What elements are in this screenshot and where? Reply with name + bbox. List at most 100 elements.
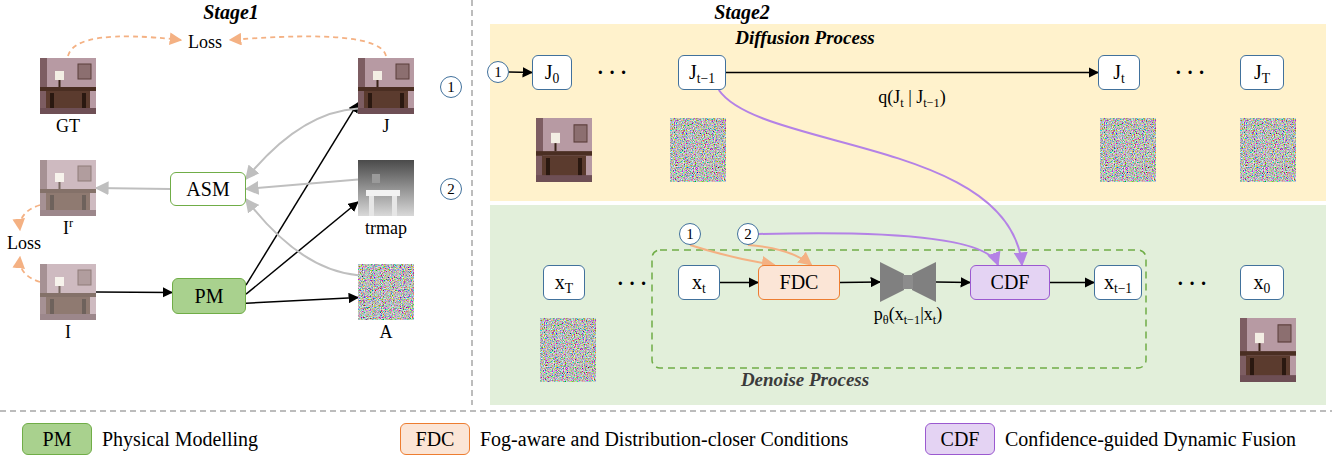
process-box: x0: [1240, 265, 1284, 300]
connector: [246, 180, 358, 189]
image-node: A: [358, 264, 414, 320]
step-picture: [536, 118, 592, 182]
picture: [40, 160, 96, 216]
node-label: Jt: [1113, 61, 1125, 84]
connector: [96, 291, 172, 293]
process-box: ASM: [170, 172, 246, 206]
connector: [246, 199, 358, 275]
loss-arc: [20, 205, 40, 230]
picture: [358, 160, 414, 216]
picture: [670, 118, 726, 182]
process-box: JT: [1240, 55, 1284, 90]
node-label: x0: [1254, 271, 1271, 294]
node-label: 2: [744, 227, 752, 242]
loss-label: Loss: [7, 233, 41, 254]
process-box: xt: [678, 265, 720, 300]
denoise-band-fill: [490, 205, 1326, 405]
legend-abbrev: CDF: [941, 428, 980, 451]
node-label: 1: [686, 227, 694, 242]
picture: [1240, 318, 1296, 382]
connector: [246, 103, 358, 285]
connector: [719, 90, 1022, 265]
image-node: trmap: [358, 160, 414, 216]
ellipsis: · · ·: [597, 61, 627, 84]
legend-abbrev: FDC: [416, 428, 455, 451]
node-caption: A: [380, 322, 393, 343]
picture: [358, 58, 414, 114]
callout-circle: 1: [679, 223, 701, 245]
step-picture: [1240, 318, 1296, 382]
diffusion-band-fill: [490, 24, 1326, 201]
band-title: Diffusion Process: [735, 27, 875, 49]
stage-title: Stage1: [203, 1, 259, 24]
unet-shape: [880, 262, 936, 302]
picture: [40, 58, 96, 114]
image-node: I: [40, 264, 96, 320]
node-label: FDC: [780, 271, 819, 294]
connector: [840, 281, 880, 283]
node-label: 1: [447, 80, 455, 95]
step-picture: [540, 318, 596, 382]
callout-circle: 2: [440, 178, 462, 200]
callout-circle: 1: [487, 61, 509, 83]
process-box: Jt: [1098, 55, 1140, 90]
loss-arc: [20, 257, 40, 282]
legend-text: Fog-aware and Distribution-closer Condit…: [480, 428, 848, 451]
connector: [726, 72, 1098, 74]
legend-swatch: CDF: [925, 423, 995, 455]
connector: [509, 71, 532, 73]
connector: [748, 245, 811, 265]
legend-text: Confidence-guided Dynamic Fusion: [1005, 428, 1296, 451]
connector: [1050, 282, 1094, 284]
step-picture: [1100, 118, 1156, 182]
process-box: xT: [543, 265, 585, 300]
node-label: 2: [447, 182, 455, 197]
ellipsis: · · ·: [1177, 272, 1207, 295]
node-caption: I: [65, 322, 71, 343]
process-box: CDF: [970, 265, 1050, 300]
node-caption: Ir: [63, 218, 73, 239]
connector: [936, 281, 970, 283]
image-node: Ir: [40, 160, 96, 216]
node-label: JT: [1254, 61, 1270, 84]
ellipsis: · · ·: [617, 272, 647, 295]
loss-label: Loss: [188, 32, 222, 53]
image-node: J: [358, 58, 414, 114]
loss-arc: [230, 36, 386, 56]
step-picture: [1240, 118, 1296, 182]
process-band: Denoise Process12xTxtFDCpθ(xt−1|xt)CDFxt…: [490, 205, 1326, 405]
process-box: Jt−1: [678, 55, 726, 90]
process-box: J0: [532, 55, 572, 90]
step-picture: [670, 118, 726, 182]
legend-swatch: PM: [22, 423, 92, 455]
ellipsis: · · ·: [1175, 61, 1205, 84]
node-caption: trmap: [365, 218, 407, 239]
node-caption: GT: [56, 116, 80, 137]
connector: [96, 188, 170, 189]
node-label: J0: [545, 61, 560, 84]
node-label: xT: [555, 271, 573, 294]
legend-text: Physical Modelling: [102, 428, 258, 451]
node-label: CDF: [991, 271, 1030, 294]
node-label: Jt−1: [689, 61, 715, 84]
connector: [246, 202, 358, 294]
connector: [246, 298, 358, 304]
picture: [358, 264, 414, 320]
picture: [1240, 118, 1296, 182]
picture: [540, 318, 596, 382]
callout-circle: 1: [440, 76, 462, 98]
process-box: PM: [172, 278, 246, 314]
picture: [1100, 118, 1156, 182]
callout-circle: 2: [737, 223, 759, 245]
node-label: 1: [494, 65, 502, 80]
stage-divider: [471, 0, 473, 405]
node-label: PM: [195, 285, 224, 308]
node-caption: J: [382, 116, 389, 137]
picture: [536, 118, 592, 182]
network-symbol: pθ(xt−1|xt): [880, 262, 936, 302]
connector: [690, 245, 774, 265]
legend-swatch: FDC: [400, 423, 470, 455]
picture: [40, 264, 96, 320]
band-title: Denoise Process: [741, 369, 869, 391]
process-box: FDC: [758, 265, 840, 300]
